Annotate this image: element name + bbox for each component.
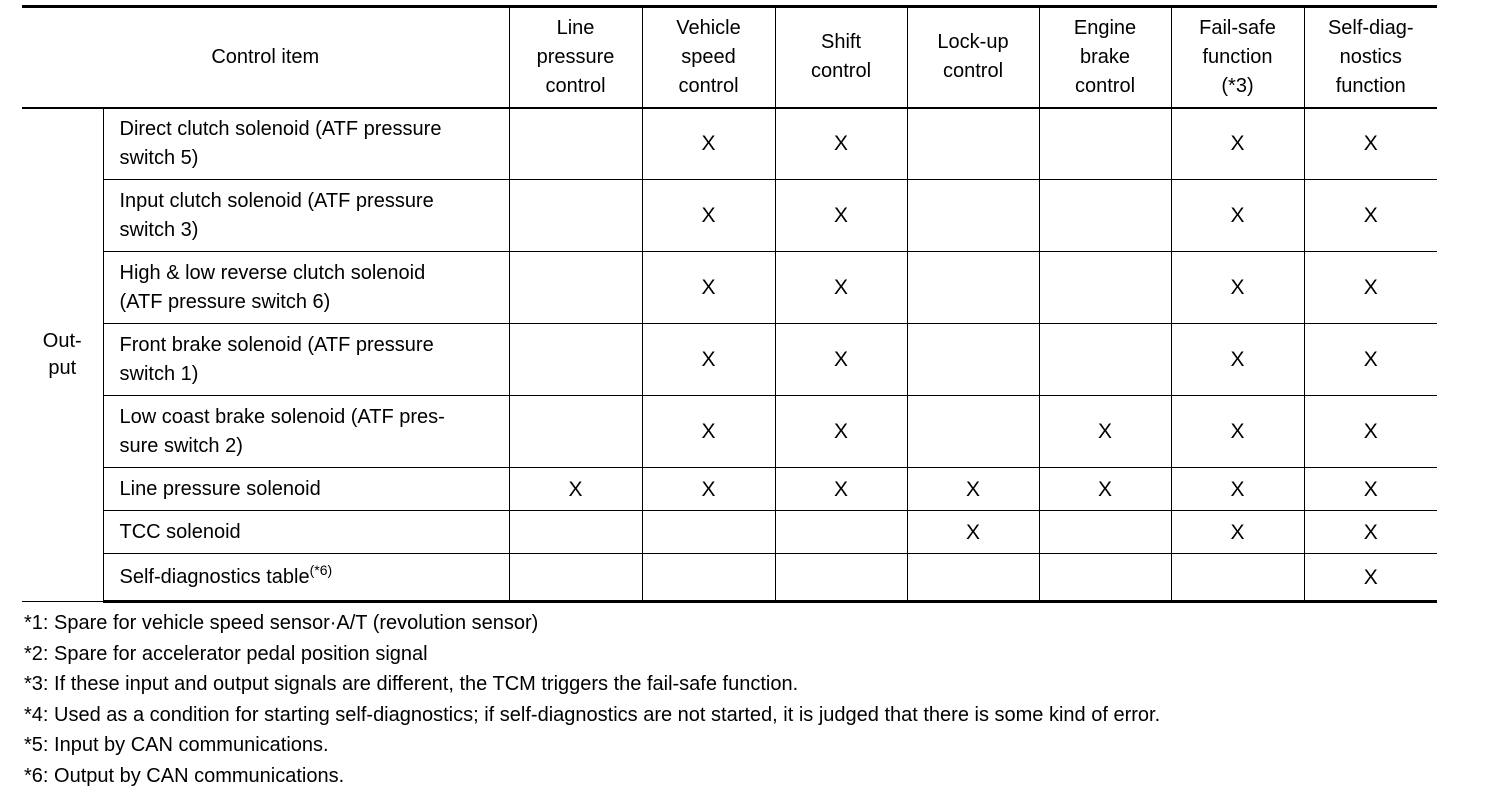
table-cell: X [1303,107,1437,180]
table-row: Front brake solenoid (ATF pressure switc… [22,323,1437,396]
header-vehicle-speed-control: Vehicle speed control [641,5,776,109]
table-cell [906,323,1040,396]
row-label: High & low reverse clutch solenoid (ATF … [103,251,510,324]
table-cell [906,395,1040,468]
table-cell: X [774,251,908,324]
row-label: Front brake solenoid (ATF pressure switc… [103,323,510,396]
footnote-ref: (*6) [309,561,333,578]
table-cell: X [774,395,908,468]
group-label-output: Out- put [22,107,104,602]
table-cell [508,553,643,603]
footnote-1: *1: Spare for vehicle speed sensor·A/T (… [24,612,539,634]
table-cell: X [1303,510,1437,554]
footnote-5: *5: Input by CAN communications. [24,734,329,757]
table-cell [774,510,908,554]
table-cell: X [641,323,776,396]
footnote-2: *2: Spare for accelerator pedal position… [24,642,428,665]
table-cell: X [1170,179,1305,252]
table-cell [906,553,1040,603]
table-cell [1038,553,1172,603]
header-self-diagnostics-function: Self-diag- nostics function [1303,5,1437,109]
table-cell: X [906,510,1040,554]
table-cell: X [641,107,776,180]
footnote-6: *6: Output by CAN communications. [24,764,345,787]
table-cell: X [641,251,776,324]
table-cell: X [1303,553,1437,603]
table-cell: X [774,107,908,180]
table-cell: X [1303,179,1437,252]
table-cell [508,323,643,396]
header-engine-brake-control: Engine brake control [1038,5,1172,109]
table-cell: X [1170,107,1305,180]
table-cell: X [1170,510,1305,554]
table-cell [1038,323,1172,396]
table-cell [1038,510,1172,554]
table-cell: X [774,323,908,396]
header-line-pressure-control: Line pressure control [508,5,643,109]
header-lock-up-control: Lock-up control [906,5,1040,109]
table-row: Line pressure solenoid X X X X X X X [22,467,1437,511]
table-cell [508,107,643,180]
table-cell [906,107,1040,180]
row-label: Direct clutch solenoid (ATF pressure swi… [102,107,510,180]
table-cell: X [1170,467,1305,511]
table-cell: X [1303,467,1437,511]
table-cell [906,251,1040,324]
header-fail-safe-function: Fail-safe function (*3) [1170,5,1305,109]
table-cell [906,179,1040,252]
table-cell [1038,107,1172,180]
table-row: TCC solenoid X X X [22,510,1437,554]
table-cell [1038,251,1172,324]
row-label: Self-diagnostics table(*6) [103,553,510,603]
row-label: Line pressure solenoid [103,467,510,511]
table-cell [641,553,776,603]
table-cell: X [1303,251,1437,324]
table-cell [1170,553,1305,603]
table-cell: X [641,179,776,252]
table-cell [641,510,776,554]
table-cell: X [774,179,908,252]
table-cell: X [508,467,643,511]
table-cell: X [1170,395,1305,468]
table-cell [508,510,643,554]
table-cell [1038,179,1172,252]
header-control-item: Control item [22,5,510,109]
footnotes: *1: Spare for vehicle speed sensor·A/T (… [24,608,1160,792]
table-row: Low coast brake solenoid (ATF pres- sure… [22,395,1437,468]
row-label: Low coast brake solenoid (ATF pres- sure… [103,395,510,468]
header-row: Control item Line pressure control Vehic… [22,5,1437,109]
table-cell [508,251,643,324]
table-row: High & low reverse clutch solenoid (ATF … [22,251,1437,324]
footnote-3: *3: If these input and output signals ar… [24,673,799,696]
table-row: Out- put Direct clutch solenoid (ATF pre… [22,107,1437,602]
table-cell [508,395,643,468]
table-cell: X [906,467,1040,511]
row-label: TCC solenoid [103,510,510,554]
table-cell: X [1303,323,1437,396]
table-row: Input clutch solenoid (ATF pressure swit… [22,179,1437,252]
header-shift-control: Shift control [774,5,908,109]
table-cell: X [1038,395,1172,468]
table-cell: X [1038,467,1172,511]
table-cell [774,553,908,603]
table-row: Self-diagnostics table(*6) X [22,553,1437,603]
table-cell: X [774,467,908,511]
table-cell: X [641,467,776,511]
control-table: Control item Line pressure control Vehic… [22,5,1437,603]
table-cell [508,179,643,252]
table-cell: X [1303,395,1437,468]
row-label: Input clutch solenoid (ATF pressure swit… [103,179,510,252]
table-cell: X [641,395,776,468]
table-cell: X [1170,251,1305,324]
footnote-4: *4: Used as a condition for starting sel… [24,703,1161,726]
table-cell: X [1170,323,1305,396]
